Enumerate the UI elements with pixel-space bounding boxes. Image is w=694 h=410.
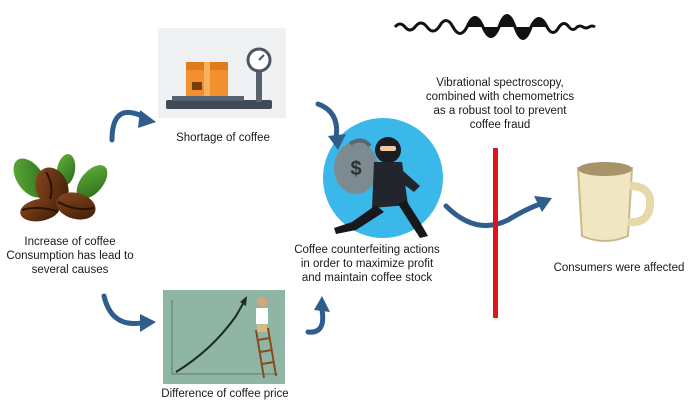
label-counterfeiting-line-3: and maintain coffee stock [301, 272, 433, 284]
ladder [255, 327, 277, 379]
arrow-thief-to-price [305, 307, 326, 335]
label-spectroscopy-line-3: as a robust tool to prevent [433, 105, 567, 117]
coffee-cup-illustration [576, 162, 655, 242]
label-spectroscopy: Vibrational spectroscopy, combined with … [400, 76, 600, 132]
svg-text:$: $ [350, 158, 361, 180]
arrowhead-price-to-beans [140, 314, 156, 332]
label-increase-line-1: Increase of coffee [24, 236, 116, 248]
label-counterfeiting-line-2: in order to maximize profit [300, 258, 434, 270]
label-counterfeiting-line-1: Coffee counterfeiting actions [294, 244, 440, 256]
label-increase-line-3: several causes [31, 264, 109, 276]
arrow-shortage-to-thief [315, 101, 340, 141]
label-difference-of-price: Difference of coffee price [150, 387, 300, 401]
arrowhead-shortage-to-thief [328, 134, 346, 150]
label-consumers-affected: Consumers were affected [546, 261, 692, 275]
label-counterfeiting: Coffee counterfeiting actions in order t… [284, 243, 450, 285]
price-growth-illustration [163, 290, 285, 384]
arrow-price-to-beans [101, 293, 149, 326]
cycle-arrowheads [138, 110, 552, 332]
label-increase-line-2: Consumption has lead to [6, 250, 134, 262]
waveform-illustration [393, 14, 596, 40]
label-shortage-of-coffee: Shortage of coffee [164, 131, 282, 145]
label-spectroscopy-line-2: combined with chemometrics [425, 91, 575, 103]
label-consumers-text: Consumers were affected [553, 262, 685, 274]
arrowhead-spectroscopy-to-consumers [534, 196, 552, 212]
scale-package-illustration [158, 28, 286, 118]
label-shortage-text: Shortage of coffee [176, 132, 270, 144]
label-price-text: Difference of coffee price [161, 388, 289, 400]
arrowhead-beans-to-shortage [138, 110, 156, 128]
label-increase-consumption: Increase of coffee Consumption has lead … [2, 235, 138, 277]
thief-illustration: $ [323, 118, 443, 238]
arrowhead-thief-to-price [314, 296, 330, 312]
coffee-beans-illustration [13, 154, 108, 222]
label-spectroscopy-line-4: coffee fraud [469, 119, 531, 131]
red-divider-line [493, 148, 498, 318]
label-spectroscopy-line-1: Vibrational spectroscopy, [436, 77, 564, 89]
arrow-spectroscopy-to-consumers [443, 201, 543, 229]
